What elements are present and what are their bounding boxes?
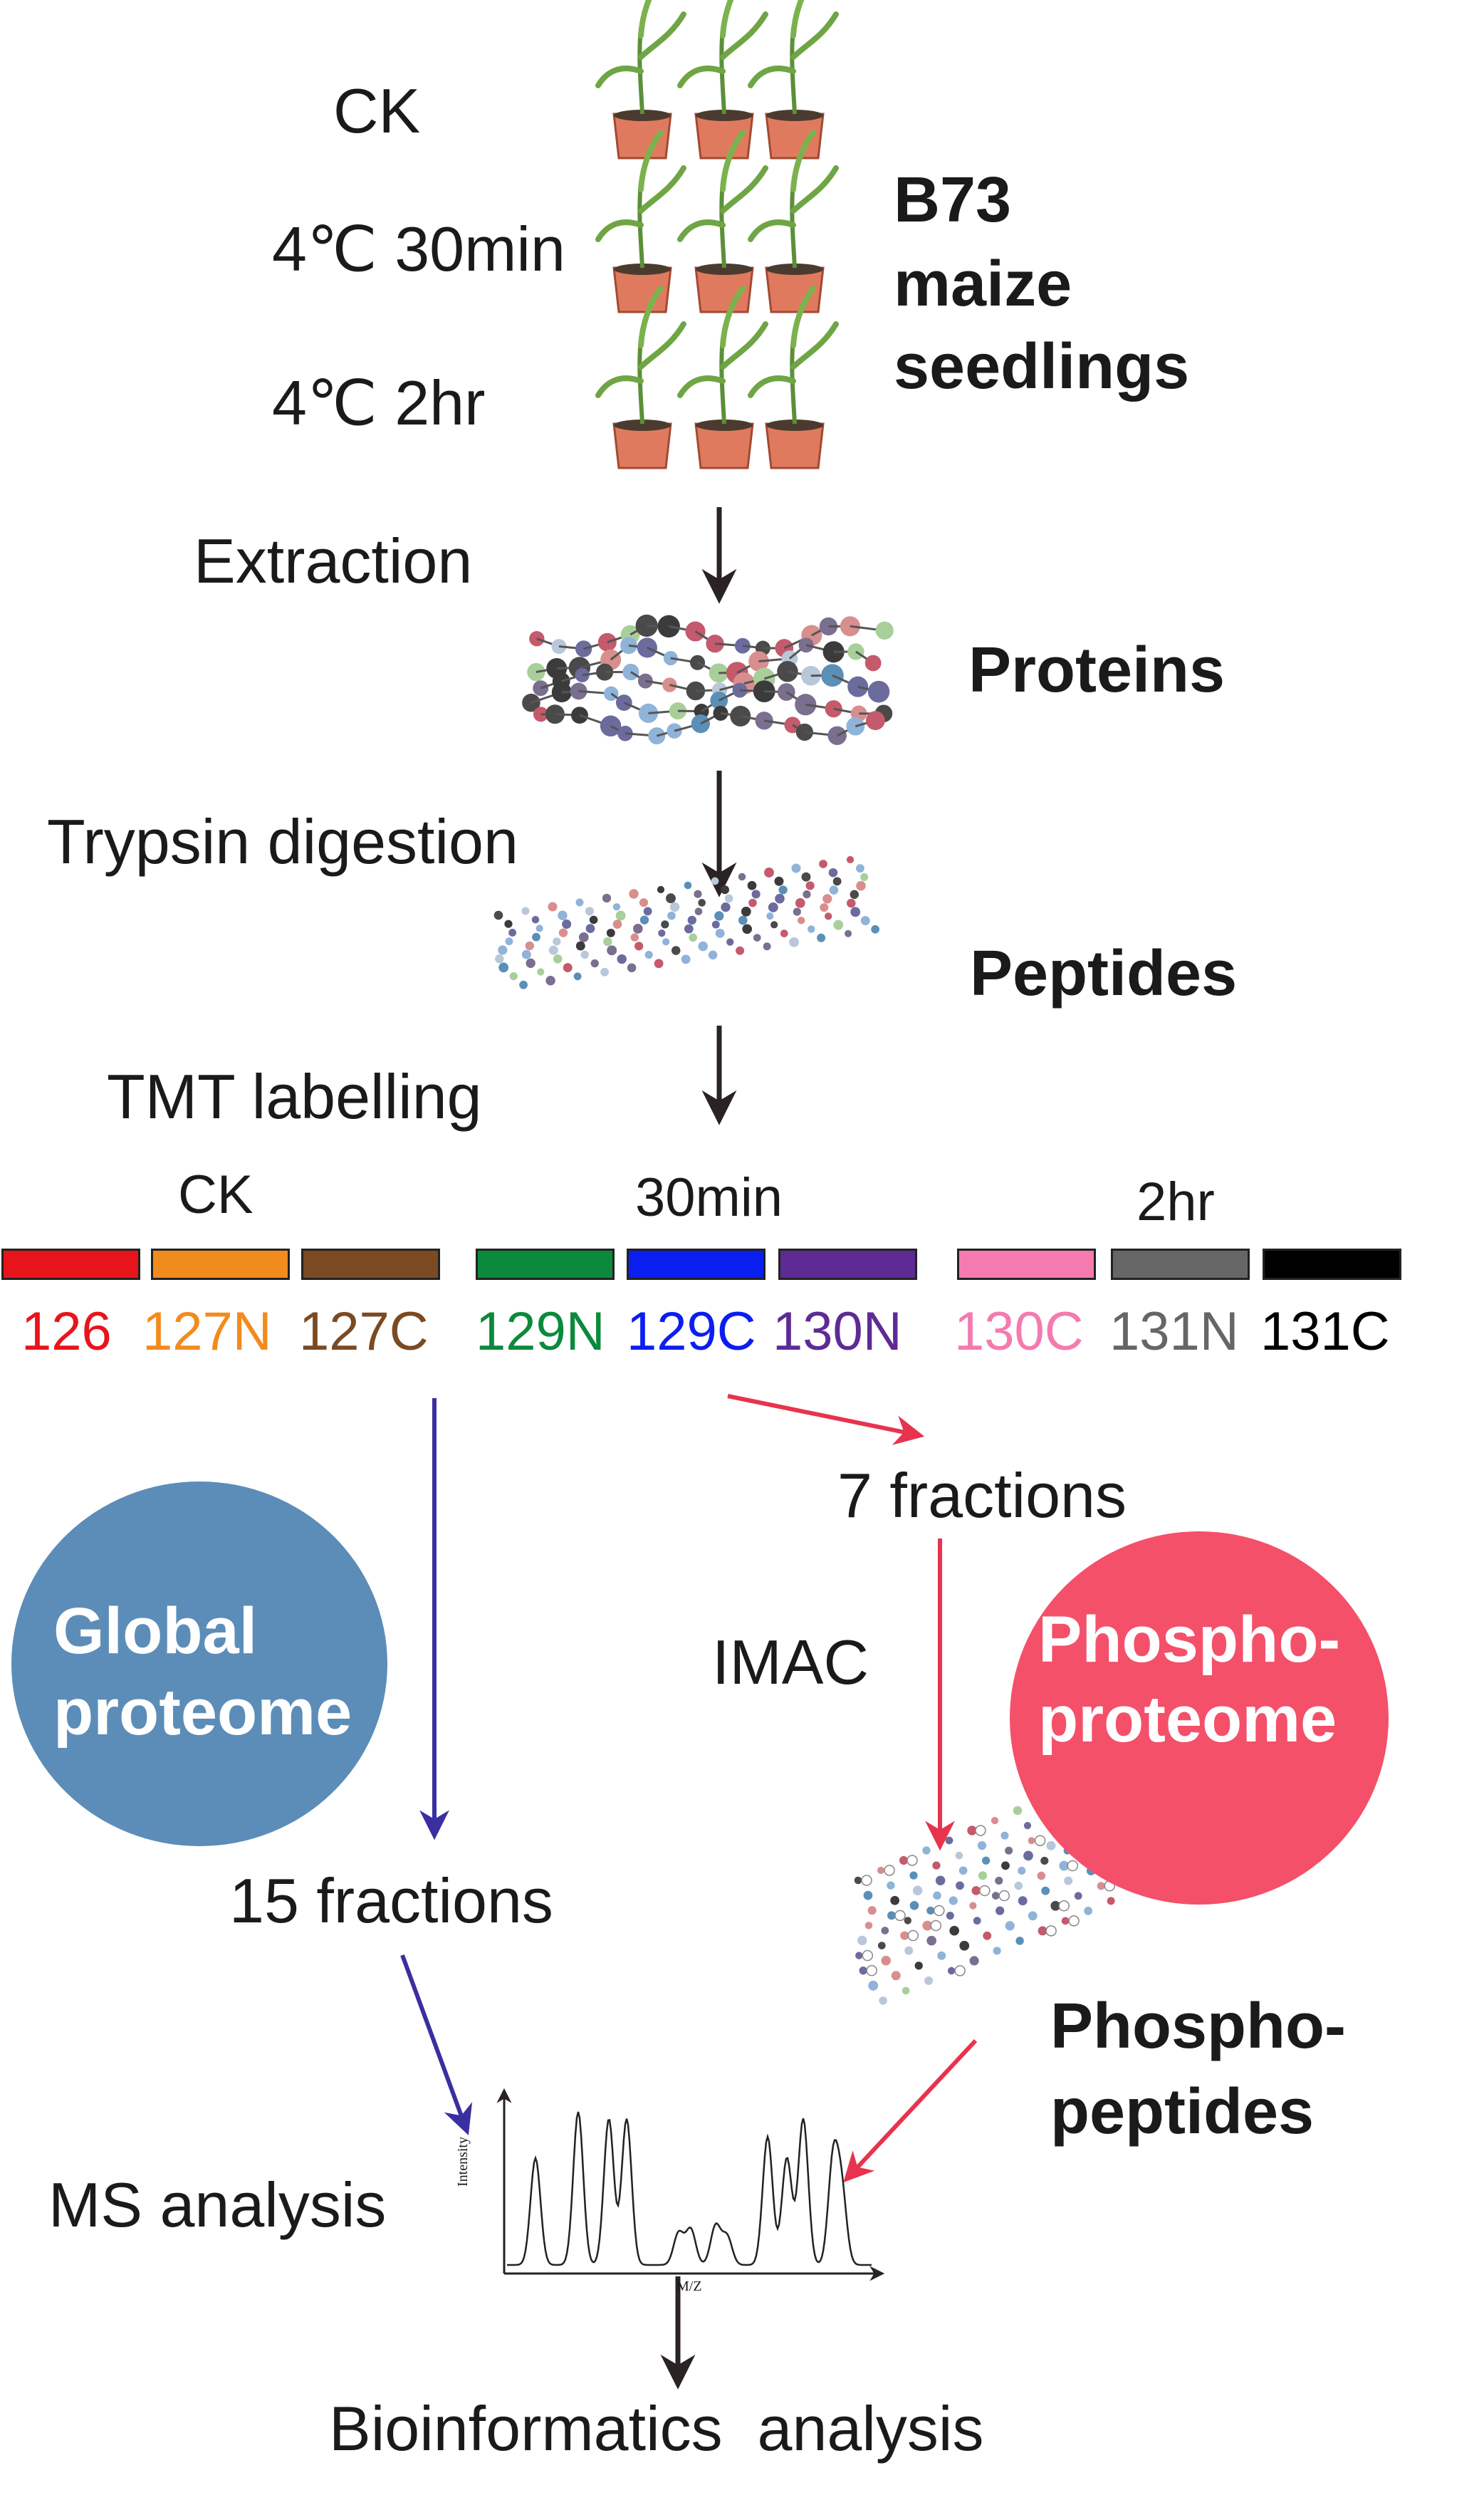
tmt-channel-bar-130n bbox=[778, 1249, 917, 1280]
condition-30min-label: 4℃ 30min bbox=[272, 214, 565, 284]
global-proteome-title-line1: Global bbox=[53, 1595, 258, 1667]
tmt-channel-bar-131c bbox=[1263, 1249, 1401, 1280]
tmt-channel-bar-131n bbox=[1111, 1249, 1250, 1280]
global-fractions-label: 15 fractions bbox=[229, 1865, 553, 1936]
proteins-illustration bbox=[522, 614, 894, 746]
ms-spectrum bbox=[496, 2088, 885, 2281]
tmt-channel-label-130c: 130C bbox=[954, 1301, 1084, 1362]
arrow-global-to-ms bbox=[400, 1954, 473, 2135]
tmt-channel-label-131n: 131N bbox=[1109, 1301, 1239, 1362]
condition-2hr-label: 4℃ 2hr bbox=[272, 368, 486, 438]
phospho-fractions-label: 7 fractions bbox=[837, 1460, 1127, 1531]
step-tmt-label: TMT labelling bbox=[107, 1061, 482, 1132]
maize-seedlings-illustration bbox=[598, 0, 836, 468]
phosphopeptides-label-line2: peptides bbox=[1050, 2076, 1315, 2147]
tmt-channel-bar-129n bbox=[476, 1249, 615, 1280]
arrow-phospho-fractionation bbox=[727, 1394, 925, 1445]
ms-analysis-label: MS analysis bbox=[48, 2170, 387, 2240]
tmt-channel-label-131c: 131C bbox=[1260, 1301, 1390, 1362]
sample-label-maize: maize bbox=[894, 249, 1072, 320]
step-trypsin-label: Trypsin digestion bbox=[47, 806, 518, 877]
peptides-illustration bbox=[493, 855, 879, 989]
sample-label-b73: B73 bbox=[894, 165, 1012, 236]
tmt-channel-label-130n: 130N bbox=[773, 1301, 902, 1362]
step-extraction-label: Extraction bbox=[194, 526, 473, 596]
global-proteome-circle bbox=[11, 1481, 387, 1846]
tmt-channel-bar-127n bbox=[151, 1249, 290, 1280]
arrow-phospho-to-ms bbox=[843, 2038, 978, 2183]
phosphoproteome-circle bbox=[1010, 1531, 1389, 1905]
step-proteins-label: Proteins bbox=[968, 635, 1226, 706]
tmt-channel-bar-127c bbox=[301, 1249, 440, 1280]
tmt-channel-label-127n: 127N bbox=[142, 1301, 272, 1362]
tmt-channel-bar-126 bbox=[1, 1249, 140, 1280]
ms-y-axis-label: Intensity bbox=[455, 2137, 471, 2187]
tmt-channel-bar-130c bbox=[957, 1249, 1096, 1280]
imac-label: IMAC bbox=[712, 1627, 869, 1697]
condition-ck-label: CK bbox=[333, 75, 421, 146]
phosphoproteome-title-line1: Phospho- bbox=[1038, 1603, 1341, 1676]
group-ck-label: CK bbox=[178, 1165, 254, 1225]
tmt-channel-label-126: 126 bbox=[21, 1301, 112, 1362]
tmt-channel-label-129c: 129C bbox=[627, 1301, 756, 1362]
group-2hr-label: 2hr bbox=[1136, 1172, 1215, 1232]
tmt-channel-label-127c: 127C bbox=[299, 1301, 429, 1362]
bioinformatics-analysis-label: Bioinformatics analysis bbox=[329, 2393, 984, 2464]
ms-x-axis-label: M/Z bbox=[676, 2279, 702, 2294]
sample-label-seedlings: seedlings bbox=[894, 331, 1190, 402]
tmt-channel-bar-129c bbox=[627, 1249, 765, 1280]
global-proteome-title-line2: proteome bbox=[53, 1676, 352, 1749]
tmt-channel-label-129n: 129N bbox=[476, 1301, 605, 1362]
phosphopeptides-label-line1: Phospho- bbox=[1050, 1991, 1346, 2062]
step-peptides-label: Peptides bbox=[970, 938, 1238, 1009]
group-30min-label: 30min bbox=[635, 1167, 783, 1228]
phosphoproteome-title-line2: proteome bbox=[1038, 1683, 1337, 1756]
